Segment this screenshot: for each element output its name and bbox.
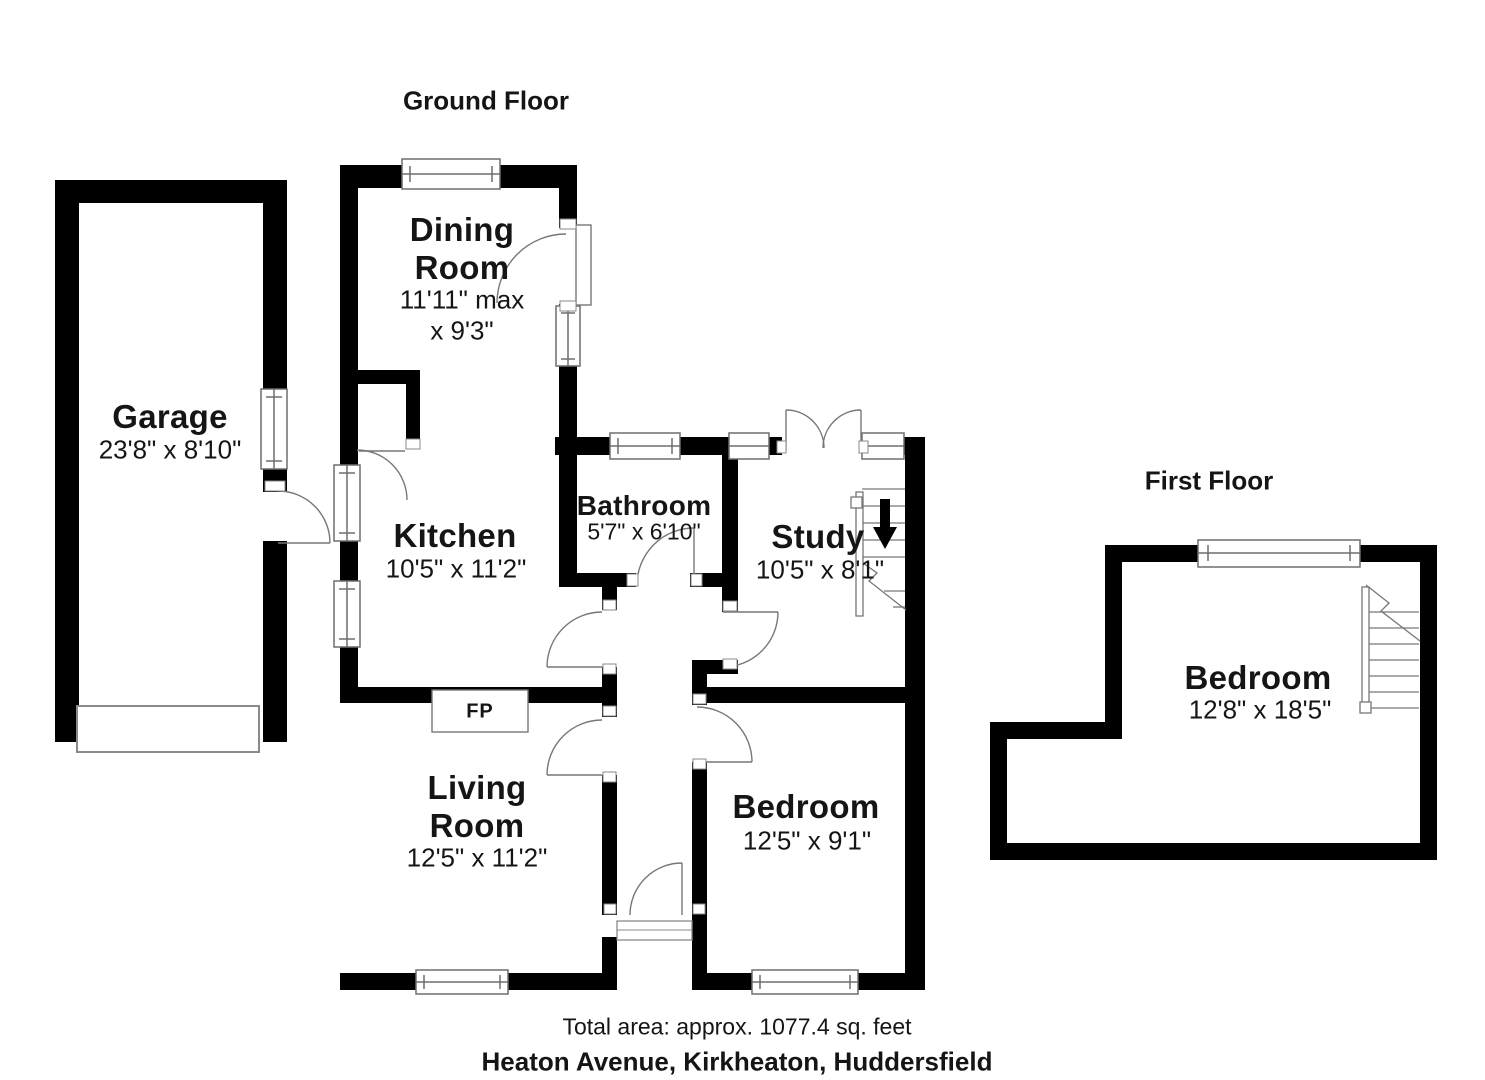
first-floor-plan — [990, 539, 1437, 860]
stair-newel-post — [1359, 701, 1372, 714]
front-door — [629, 862, 683, 916]
stair-break-line — [855, 557, 907, 611]
hall-wall-right-b — [692, 762, 707, 990]
study-dims: 10'5" x 8'1" — [755, 554, 885, 585]
bedroom-window-bottom — [751, 969, 859, 995]
ground-floor-windows — [260, 158, 905, 995]
living-door — [546, 719, 603, 776]
living-room-dims: 12'5" x 11'2" — [406, 842, 548, 873]
garage-vehicle-door — [76, 705, 260, 753]
closet-door — [356, 449, 408, 501]
garage-window-east — [260, 388, 288, 470]
closet-wall-top — [340, 370, 420, 384]
bedroom-wall-top — [692, 687, 925, 703]
stair-handrail — [855, 491, 864, 617]
garage-wall-right-upper — [263, 203, 287, 391]
living-window-bottom — [415, 969, 509, 995]
kitchen-window-1 — [333, 464, 361, 542]
wall-openings — [559, 228, 862, 455]
study-wall-left — [722, 455, 738, 612]
bedroom-first-label: Bedroom — [1184, 659, 1332, 696]
dining-room-label-line2: Room — [414, 249, 510, 286]
kitchen-dims: 10'5" x 11'2" — [385, 553, 527, 584]
dining-window-top — [401, 158, 501, 190]
kitchen-window-2 — [333, 580, 361, 648]
first-floor-title: First Floor — [1144, 465, 1274, 496]
fireplace-label: FP — [466, 700, 494, 723]
garage-wall-right-lower — [263, 541, 287, 742]
bathroom-window-top — [609, 432, 681, 460]
ground-floor-title: Ground Floor — [402, 85, 570, 116]
study-label: Study — [771, 518, 865, 555]
total-area-text: Total area: approx. 1077.4 sq. feet — [562, 1013, 912, 1040]
garage-wall-top — [55, 180, 287, 203]
dining-door — [496, 224, 592, 306]
living-room-label-line1: Living — [427, 769, 527, 806]
kitchen-door — [546, 611, 603, 668]
dining-room-dims-line1: 11'11" max — [399, 284, 525, 315]
ff-wall-bottom — [990, 843, 1437, 860]
ff-wall-right — [1420, 545, 1437, 860]
bathroom-dims: 5'7" x 6'10" — [587, 518, 701, 545]
dining-window-east — [555, 305, 581, 367]
stair-handrail — [1361, 586, 1370, 708]
fireplace — [431, 689, 529, 733]
living-room-label-line2: Room — [429, 807, 525, 844]
dining-room-label-line1: Dining — [409, 211, 515, 248]
bedroom-ground-dims: 12'5" x 9'1" — [742, 825, 872, 856]
ff-wall-left-lower — [990, 722, 1007, 860]
study-window-left — [728, 432, 770, 460]
house-wall-east — [905, 437, 925, 990]
garage-dims: 23'8" x 8'10" — [98, 434, 242, 465]
french-door-opening — [782, 437, 862, 455]
staircase-first-floor — [1359, 584, 1421, 714]
dining-door-opening — [559, 228, 577, 304]
stair-break-line — [1365, 584, 1421, 642]
ground-floor-doors — [277, 224, 862, 916]
stair-newel-post — [850, 496, 863, 509]
garage-label: Garage — [112, 398, 228, 435]
address-text: Heaton Avenue, Kirkheaton, Huddersfield — [481, 1046, 993, 1077]
ground-floor-plan — [55, 158, 925, 995]
bedroom-door — [696, 706, 753, 763]
ff-wall-step — [990, 722, 1122, 739]
closet-wall-right — [406, 382, 420, 448]
staircase-ground — [850, 488, 907, 617]
kitchen-label: Kitchen — [393, 517, 517, 554]
ff-window-top — [1197, 539, 1361, 568]
front-door-threshold — [616, 920, 693, 941]
garage-side-door — [277, 490, 331, 544]
hall-wall-left-c — [602, 775, 617, 915]
bedroom-first-dims: 12'8" x 18'5" — [1188, 694, 1332, 725]
dining-room-dims-line2: x 9'3" — [430, 315, 494, 346]
house-wall-west — [340, 165, 358, 703]
stairs-down-arrow-icon — [873, 499, 897, 549]
bedroom-ground-label: Bedroom — [732, 788, 880, 825]
bathroom-label: Bathroom — [576, 490, 712, 521]
ff-wall-left-upper — [1105, 545, 1122, 739]
bath-wall-bottom-left — [559, 573, 636, 587]
door-jambs — [264, 218, 869, 915]
garage-wall-left — [55, 180, 79, 742]
